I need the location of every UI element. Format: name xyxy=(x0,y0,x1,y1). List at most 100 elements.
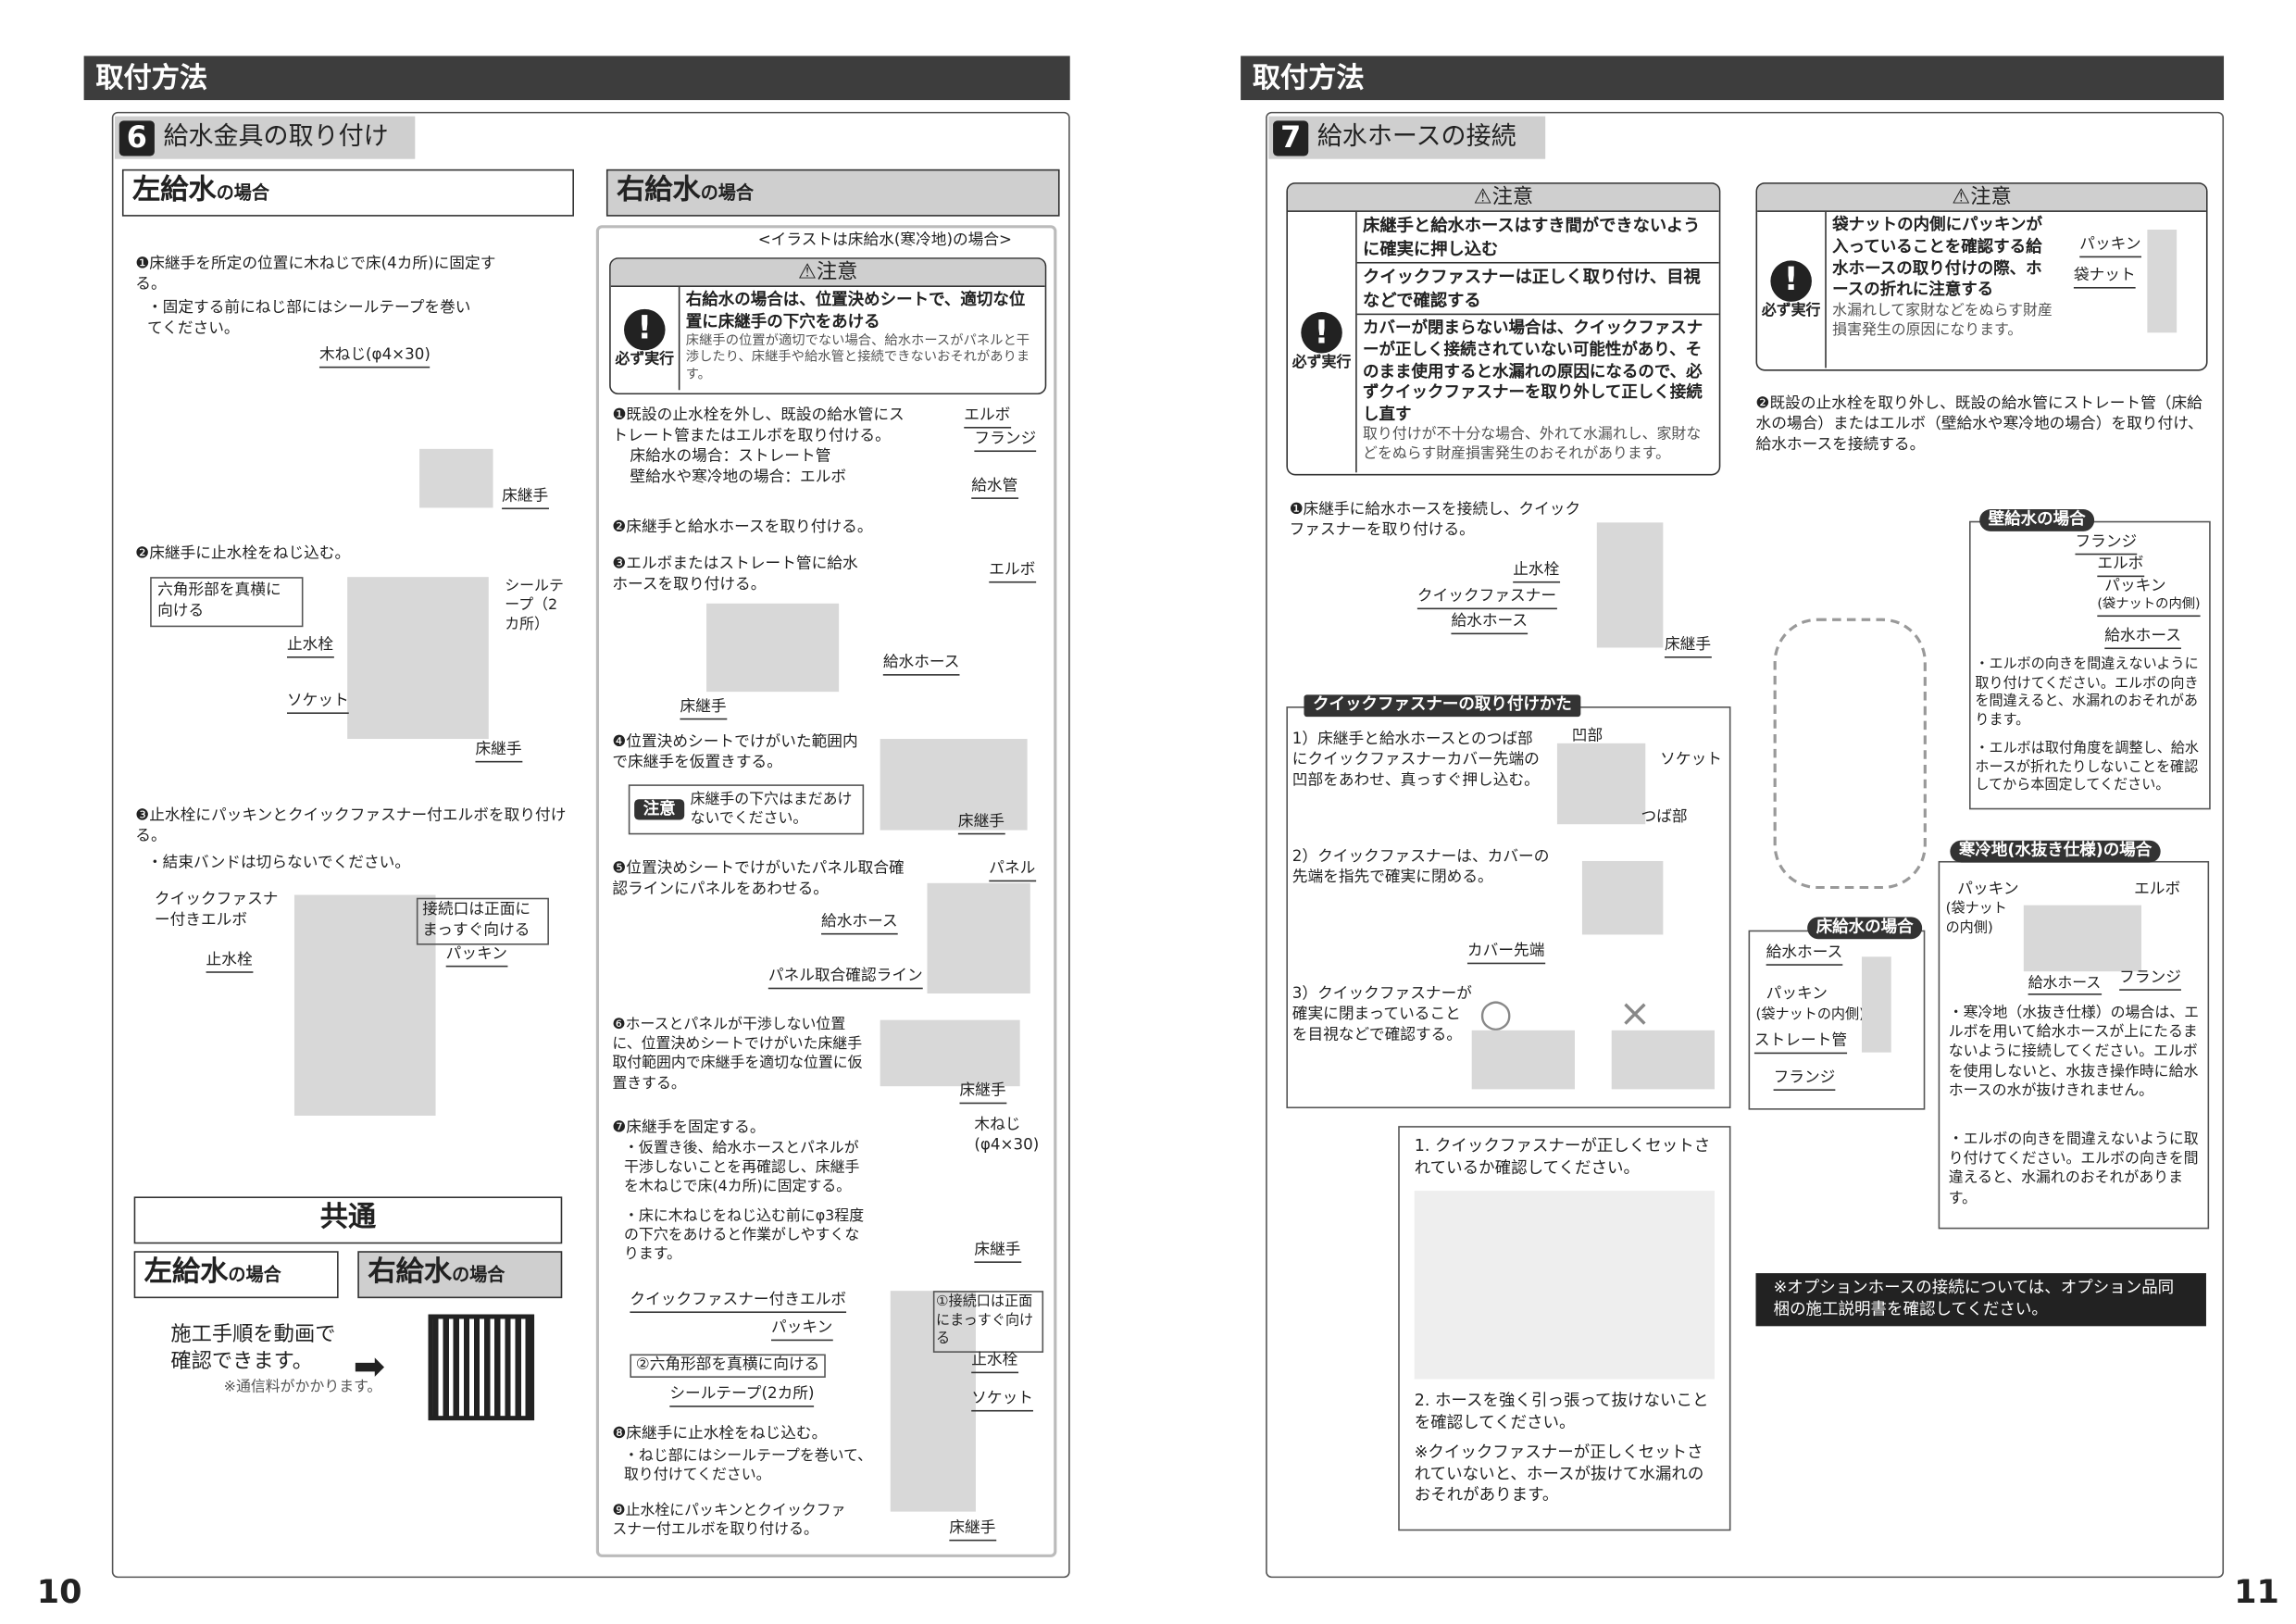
qf-illustration-2 xyxy=(1581,860,1664,935)
qf-step-3: 3）クイックファスナーが確実に閉まっていることを目視などで確認する。 xyxy=(1292,984,1472,1043)
step-3-note: ・結束バンドは切らないでください。 xyxy=(146,854,411,872)
section-number: 7 xyxy=(1273,119,1309,156)
r-step-3: ❸エルボまたはストレート管に給水ホースを取り付ける。 xyxy=(612,555,858,593)
label-valve: 止水栓 xyxy=(286,636,334,658)
cold-supply-title: 寒冷地(水抜き仕様)の場合 xyxy=(1950,840,2161,862)
label-hose-5: 給水ホース xyxy=(821,913,898,935)
page-header: 取付方法 xyxy=(83,56,1070,101)
caution-box-2: ⚠注意 !必ず実行 袋ナットの内側にパッキンが入っていることを確認する給水ホース… xyxy=(1755,182,2208,371)
qr-code[interactable] xyxy=(428,1314,535,1421)
label-seal: シールテープ（2カ所） xyxy=(505,578,564,634)
page-header: 取付方法 xyxy=(1241,56,2225,101)
check-3: ※クイックファスナーが正しくセットされていないと、ホースが抜けて水漏れのおそれが… xyxy=(1414,1443,1704,1505)
illust-note: <イラストは床給水(寒冷地)の場合> xyxy=(757,231,1013,249)
label-valve: 止水栓 xyxy=(1513,561,1560,583)
qf-ng-illustration xyxy=(1611,1030,1716,1090)
step-1-note: ・固定する前にねじ部にはシールテープを巻いてください。 xyxy=(146,298,471,337)
qf-howto-title: クイックファスナーの取り付けかた xyxy=(1304,694,1581,717)
label-cold-hose: 給水ホース xyxy=(2028,974,2102,995)
exclamation-icon: ! xyxy=(624,308,666,351)
floor-illustration xyxy=(1861,956,1891,1053)
label-wall-flange: フランジ xyxy=(2075,532,2138,556)
qf-step-2: 2）クイックファスナーは、カバーの先端を指先で確実に閉める。 xyxy=(1292,847,1550,886)
label-packing: パッキン xyxy=(445,945,507,968)
label-flange: フランジ xyxy=(974,430,1037,452)
r-step-7-a: ・仮置き後、給水ホースとパネルが干渉しないことを再確認し、床継手を木ねじで床(4… xyxy=(624,1141,860,1196)
video-text: 施工手順を動画で確認できます。 xyxy=(170,1323,336,1374)
label-screw-7: 木ねじ(φ4×30) xyxy=(974,1115,1040,1155)
elbow-illustration xyxy=(293,894,436,1116)
r-step-7-b: ・床に木ねじをねじ込む前にφ3程度の下穴をあけると作業がしやすくなります。 xyxy=(624,1208,865,1264)
label-floor-straight: ストレート管 xyxy=(1753,1031,1848,1055)
step-2: ❷既設の止水栓を取り外し、既設の給水管にストレート管（床給水の場合）またはエルボ… xyxy=(1755,394,2203,454)
qf-illustration xyxy=(1596,522,1664,648)
caution-title: ⚠注意 xyxy=(1287,183,1719,213)
caution-box: ⚠注意 !必ず実行 右給水の場合は、位置決めシートで、適切な位置に床継手の下穴を… xyxy=(609,257,1047,395)
right-supply-panel xyxy=(595,225,1057,1557)
label-elbow-2: エルボ xyxy=(989,561,1036,583)
step-2: ❷床継手に止水栓をねじ込む。 xyxy=(135,544,351,563)
label-cold-elbow: エルボ xyxy=(2134,880,2181,898)
ok-icon: ○ xyxy=(1479,992,1513,1037)
r-step-5: ❺位置決めシートでけがいたパネル取合確認ラインにパネルをあわせる。 xyxy=(612,859,905,898)
label-flange: つば部 xyxy=(1641,807,1688,826)
check-2: 2. ホースを強く引っ張って抜けないことを確認してください。 xyxy=(1414,1391,1709,1432)
caution-title: ⚠注意 xyxy=(1757,183,2206,213)
label-floor-flange: フランジ xyxy=(1773,1068,1836,1091)
cold-note-1: ・寒冷地（水抜き仕様）の場合は、エルボを用いて給水ホースが上にたるまないように接… xyxy=(1948,1005,2200,1100)
r-step-2: ❷床継手と給水ホースを取り付ける。 xyxy=(612,518,873,536)
r-step-1-a: 床給水の場合：ストレート管 xyxy=(630,447,831,466)
fee-note: ※通信料がかかります。 xyxy=(223,1379,382,1396)
label-joint-7: 床継手 xyxy=(974,1241,1021,1263)
label-hose: 給水ホース xyxy=(1451,612,1529,634)
ng-icon: × xyxy=(1618,992,1652,1037)
page-number: 11 xyxy=(2234,1574,2279,1612)
check-illustration xyxy=(1414,1191,1716,1380)
option-note: ※オプションホースの接続については、オプション品同梱の施工説明書を確認してくださ… xyxy=(1755,1273,2206,1327)
label-hose: 給水ホース xyxy=(882,654,960,676)
step-1: ❶床継手を所定の位置に木ねじで床(4カ所)に固定する。 xyxy=(135,255,496,294)
section-title-text: 給水金具の取り付け xyxy=(163,122,389,153)
label-valve-r: 止水栓 xyxy=(971,1351,1018,1373)
common-right-supply: 右給水の場合 xyxy=(357,1251,563,1299)
section-frame xyxy=(111,111,1070,1579)
label-qf: クイックファスナー xyxy=(1416,587,1557,609)
qf-step-1: 1）床継手と給水ホースとのつば部にクイックファスナーカバー先端の凹部をあわせ、真… xyxy=(1292,730,1540,789)
check-1: 1. クイックファスナーが正しくセットされているか確認してください。 xyxy=(1414,1136,1711,1177)
page-number: 10 xyxy=(36,1574,82,1612)
label-floor-joint-2: 床継手 xyxy=(475,741,522,763)
floor-supply-title: 床給水の場合 xyxy=(1807,917,1923,939)
label-cover: カバー先端 xyxy=(1466,942,1545,965)
label-floor-joint: 床継手 xyxy=(502,487,549,509)
label-cold-packing-sub: (袋ナットの内側) xyxy=(1945,900,2007,936)
label-socket-r: ソケット xyxy=(971,1390,1033,1412)
label-joint-6: 床継手 xyxy=(959,1081,1006,1105)
wall-illustration xyxy=(347,577,489,740)
label-hex: 六角形部を真横に向ける xyxy=(150,577,304,627)
floor-joint-illustration xyxy=(419,448,493,508)
label-wall-elbow: エルボ xyxy=(2097,555,2144,577)
label-joint: 床継手 xyxy=(1664,636,1712,658)
label-floor-packing-sub: (袋ナットの内側) xyxy=(1755,1006,1866,1023)
r-step-8-note: ・ねじ部にはシールテープを巻いて、取り付けてください。 xyxy=(624,1448,873,1484)
right-supply-heading: 右給水の場合 xyxy=(605,169,1060,217)
panel-illustration xyxy=(927,882,1030,994)
label-socket: ソケット xyxy=(1660,750,1722,768)
label-wall-hose: 給水ホース xyxy=(2104,627,2181,649)
label-port-r: ①接続口は正面にまっすぐ向ける xyxy=(932,1291,1044,1353)
label-screw: 木ねじ(φ4×30) xyxy=(318,346,430,369)
cold-illustration xyxy=(2023,905,2142,972)
section-frame xyxy=(1266,111,2225,1579)
label-qf-elbow: クイックファスナー付きエルボ xyxy=(154,890,279,929)
label-joint-4: 床継手 xyxy=(957,813,1004,835)
r-step-9: ❾止水栓にパッキンとクイックファスナー付エルボを取り付ける。 xyxy=(612,1503,846,1539)
step-3: ❸止水栓にパッキンとクイックファスナー付エルボを取り付ける。 xyxy=(135,806,567,845)
label-socket: ソケット xyxy=(286,692,349,714)
arrow-right-icon: ➡ xyxy=(353,1344,386,1390)
label-wall-packing-sub: (袋ナットの内側) xyxy=(2097,597,2201,617)
wall-supply-title: 壁給水の場合 xyxy=(1979,509,2095,531)
valve-illustration xyxy=(890,1291,976,1512)
section-title-text: 給水ホースの接続 xyxy=(1316,122,1516,153)
